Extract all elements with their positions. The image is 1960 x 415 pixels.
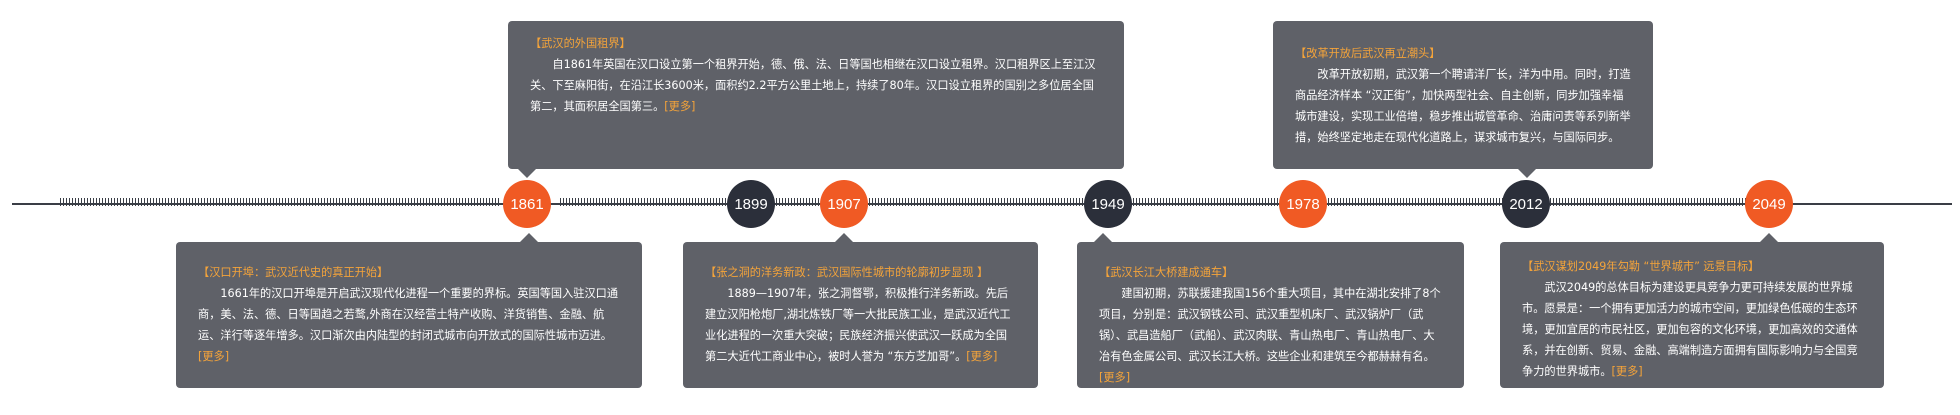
card-title: 【改革开放后武汉再立潮头】 [1295,47,1441,60]
card-text: 建国初期，苏联援建我国156个重大项目，其中在湖北安排了8个项目，分别是：武汉钢… [1099,287,1441,384]
card-text: 改革开放初期，武汉第一个聘请洋厂长，洋为中用。同时，打造商品经济样本 “汉正街”… [1295,68,1631,144]
more-link[interactable]: [更多] [1611,365,1643,378]
year-node-1978[interactable]: 1978 [1279,180,1327,228]
year-node-1861[interactable]: 1861 [503,180,551,228]
card-title: 【武汉长江大桥建成通车】 [1099,266,1234,279]
card-text: 武汉2049的总体目标为建设更具竞争力更可持续发展的世界城市。愿景是：一个拥有更… [1522,281,1858,378]
timeline-ticks [560,198,1760,206]
card-title: 【汉口开埠：武汉近代史的真正开始】 [198,266,389,279]
more-link[interactable]: [更多] [966,350,998,363]
event-card-2049-vision: 【武汉谋划2049年勾勒 “世界城市” 远景目标】 武汉2049的总体目标为建设… [1500,233,1884,388]
year-node-1949[interactable]: 1949 [1084,180,1132,228]
year-node-2012[interactable]: 2012 [1502,180,1550,228]
card-text: 1889—1907年，张之洞督鄂，积极推行洋务新政。先后建立汉阳枪炮厂,湖北炼铁… [705,287,1011,363]
event-card-foreign-concession: 【武汉的外国租界】 自1861年英国在汉口设立第一个租界开始，德、俄、法、日等国… [508,21,1124,178]
more-link[interactable]: [更多] [198,350,230,363]
card-title: 【武汉的外国租界】 [530,37,631,50]
card-title: 【武汉谋划2049年勾勒 “世界城市” 远景目标】 [1522,260,1760,273]
year-node-2049[interactable]: 2049 [1745,180,1793,228]
card-title: 【张之洞的洋务新政：武汉国际性城市的轮廓初步显现 】 [705,266,989,279]
event-card-zhang-reform: 【张之洞的洋务新政：武汉国际性城市的轮廓初步显现 】 1889—1907年，张之… [683,233,1038,388]
event-card-bridge: 【武汉长江大桥建成通车】 建国初期，苏联援建我国156个重大项目，其中在湖北安排… [1077,233,1464,388]
event-card-reform-opening: 【改革开放后武汉再立潮头】 改革开放初期，武汉第一个聘请洋厂长，洋为中用。同时，… [1273,21,1653,178]
more-link[interactable]: [更多] [1099,371,1131,384]
timeline-ticks [60,198,500,206]
year-node-1899[interactable]: 1899 [727,180,775,228]
more-link[interactable]: [更多] [664,100,696,113]
event-card-port-opening: 【汉口开埠：武汉近代史的真正开始】 1661年的汉口开埠是开启武汉现代化进程一个… [176,233,642,388]
card-text: 1661年的汉口开埠是开启武汉现代化进程一个重要的界标。英国等国入驻汉口通商，美… [198,287,619,363]
card-text: 自1861年英国在汉口设立第一个租界开始，德、俄、法、日等国也相继在汉口设立租界… [530,58,1096,113]
year-node-1907[interactable]: 1907 [820,180,868,228]
